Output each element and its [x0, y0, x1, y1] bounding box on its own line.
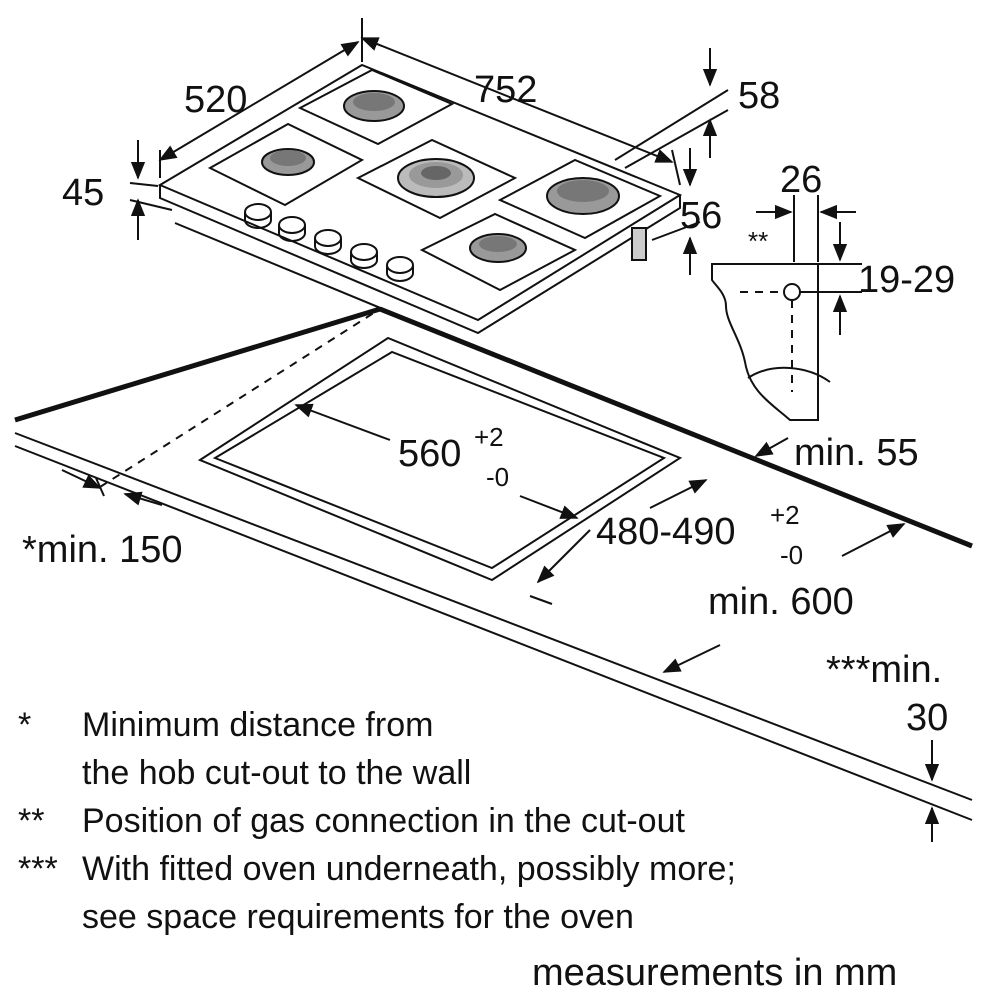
- hob-cutout-outer: [197, 336, 683, 582]
- svg-text:Minimum distance from: Minimum distance from: [82, 706, 433, 744]
- wall-reference-line: [99, 308, 381, 488]
- pan-support-rear-right: [497, 158, 663, 240]
- footnote-oven: *** With fitted oven underneath, possibl…: [18, 850, 736, 936]
- worktop-front-edge: [14, 432, 973, 801]
- cutout-depth-label: 480-490 +2 -0: [596, 500, 803, 570]
- burner-front-left: [261, 148, 315, 176]
- control-knob: [314, 229, 342, 255]
- pan-support-front-right: [419, 212, 578, 292]
- oven-gap-label: ***min.: [826, 649, 942, 691]
- hob-side-edge: [159, 185, 681, 335]
- svg-text:the hob cut-out to the wall: the hob cut-out to the wall: [82, 754, 471, 792]
- hob-top-height-label: 58: [738, 75, 780, 117]
- gas-connection-marker: **: [748, 226, 768, 256]
- hob-cutout-inner: [212, 350, 667, 570]
- gas-connection-detail: 26 19-29 **: [711, 159, 955, 421]
- control-knobs: [244, 203, 414, 282]
- svg-text:***: ***: [18, 850, 58, 888]
- hob-depth-label: 520: [184, 79, 247, 121]
- hob-dimension-lines: [129, 18, 729, 275]
- control-knob: [244, 203, 272, 229]
- footnote-wall-distance: * Minimum distance from the hob cut-out …: [18, 706, 471, 792]
- hob-dimension-labels: 520 752 58 45 56: [62, 69, 780, 237]
- svg-text:-0: -0: [486, 462, 509, 492]
- control-knob: [386, 256, 414, 282]
- cutout-width-label: 560 +2 -0: [398, 422, 509, 492]
- svg-text:+2: +2: [474, 422, 504, 452]
- gas-connector: [631, 227, 647, 261]
- cutout-dimension-labels: 560 +2 -0 480-490 +2 -0 min. 55 min. 600…: [22, 422, 948, 739]
- svg-text:+2: +2: [770, 500, 800, 530]
- hob-side-height-label: 45: [62, 172, 104, 214]
- connector-height-label: 56: [680, 195, 722, 237]
- svg-text:see space requirements for the: see space requirements for the oven: [82, 898, 634, 936]
- svg-text:480-490: 480-490: [596, 511, 735, 553]
- units-label: measurements in mm: [532, 952, 897, 994]
- svg-text:Position of gas connection in: Position of gas connection in the cut-ou…: [82, 802, 685, 840]
- wall-distance-label: *min. 150: [22, 529, 183, 571]
- burner-wok-center: [397, 158, 475, 198]
- worktop-front-edge-lower: [14, 445, 973, 821]
- footnotes: * Minimum distance from the hob cut-out …: [18, 706, 897, 994]
- hob-width-label: 752: [474, 69, 537, 111]
- burner-rear-right: [546, 177, 620, 215]
- footnote-gas-connection: ** Position of gas connection in the cut…: [18, 802, 685, 840]
- svg-text:-0: -0: [780, 540, 803, 570]
- connection-width-label: 26: [780, 159, 822, 201]
- svg-text:560: 560: [398, 433, 461, 475]
- svg-text:**: **: [18, 802, 44, 840]
- rear-clearance-label: min. 55: [794, 432, 919, 474]
- worktop-rear-edge-left: [14, 306, 381, 423]
- svg-text:With fitted oven underneath, p: With fitted oven underneath, possibly mo…: [82, 850, 736, 888]
- worktop-depth-label: min. 600: [708, 581, 854, 623]
- gas-connection-point: [783, 283, 801, 301]
- control-knob: [278, 216, 306, 242]
- worktop-rear-edge: [379, 306, 973, 549]
- burner-front-right: [469, 233, 527, 263]
- worktop-drawing: [14, 306, 973, 821]
- connection-height-label: 19-29: [858, 259, 955, 301]
- cutout-dimension-lines: [61, 403, 940, 842]
- svg-text:*: *: [18, 706, 31, 744]
- cutout-edge-profile: [711, 263, 819, 421]
- control-knob: [350, 243, 378, 269]
- burner-rear-left: [343, 90, 405, 122]
- oven-gap-value: 30: [906, 697, 948, 739]
